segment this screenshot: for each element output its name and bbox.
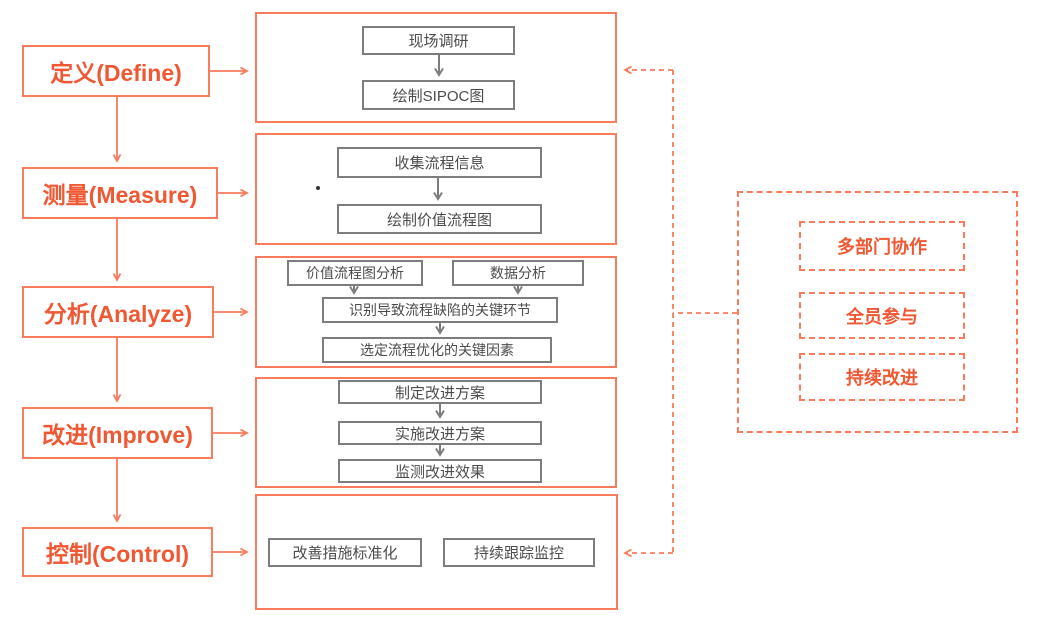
side-item-multi-department-collaboration: 多部门协作 — [799, 221, 965, 271]
side-item-full-participation: 全员参与 — [799, 292, 965, 339]
step-field-research: 现场调研 — [362, 26, 515, 55]
step-implement-improvement-plan: 实施改进方案 — [338, 421, 542, 445]
step-select-key-optimization-factors: 选定流程优化的关键因素 — [322, 337, 552, 363]
step-identify-key-defect-links: 识别导致流程缺陷的关键环节 — [322, 297, 558, 323]
phase-label-improve: 改进(Improve) — [22, 407, 213, 459]
step-data-analysis: 数据分析 — [452, 260, 584, 286]
stray-dot — [316, 186, 320, 190]
phase-label-define: 定义(Define) — [22, 45, 210, 97]
phase-label-analyze: 分析(Analyze) — [22, 286, 214, 338]
step-continuous-tracking-monitoring: 持续跟踪监控 — [443, 538, 595, 567]
phase-label-control: 控制(Control) — [22, 527, 213, 577]
phase-label-measure: 测量(Measure) — [22, 167, 218, 219]
side-item-continuous-improvement: 持续改进 — [799, 353, 965, 401]
step-monitor-improvement-results: 监测改进效果 — [338, 459, 542, 483]
step-make-improvement-plan: 制定改进方案 — [338, 380, 542, 404]
step-draw-value-stream-map: 绘制价值流程图 — [337, 204, 542, 234]
step-standardize-improvements: 改善措施标准化 — [268, 538, 422, 567]
step-value-stream-analysis: 价值流程图分析 — [287, 260, 423, 286]
step-draw-sipoc: 绘制SIPOC图 — [362, 80, 515, 110]
step-collect-process-info: 收集流程信息 — [337, 147, 542, 178]
